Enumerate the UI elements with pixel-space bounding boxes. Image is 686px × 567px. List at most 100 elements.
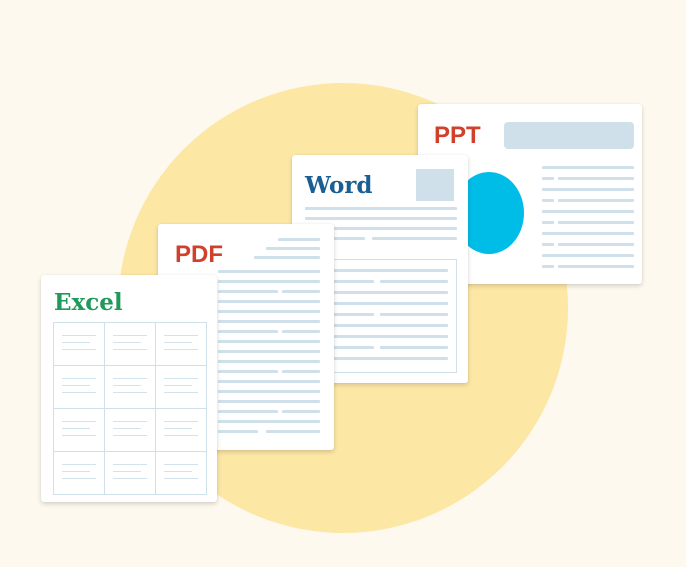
pdf-text-line (218, 350, 320, 353)
excel-cell-line (62, 471, 90, 472)
ppt-text-line (542, 254, 634, 257)
excel-cell-line (113, 428, 141, 429)
pdf-text-line (218, 410, 278, 413)
word-image-placeholder (416, 169, 454, 201)
word-text-line (314, 280, 374, 283)
excel-cell-line (113, 392, 147, 393)
ppt-text-line (542, 177, 554, 180)
pdf-text-line (218, 370, 278, 373)
excel-cell-line (164, 435, 198, 436)
excel-cell-line (164, 471, 192, 472)
excel-cell (53, 322, 105, 366)
excel-document-icon: Excel (41, 275, 217, 502)
ppt-text-line (542, 210, 634, 213)
excel-cell-line (164, 428, 192, 429)
ppt-text-line (542, 243, 554, 246)
excel-cell-line (164, 378, 198, 379)
word-text-line (380, 346, 448, 349)
pdf-text-line (278, 238, 320, 241)
excel-cell-line (164, 392, 198, 393)
excel-cell-line (113, 471, 141, 472)
word-text-line (305, 227, 457, 230)
excel-cell-line (113, 335, 147, 336)
excel-cell-line (62, 464, 96, 465)
pdf-text-line (218, 430, 258, 433)
ppt-title: PPT (434, 122, 481, 149)
pdf-text-line (218, 380, 320, 383)
excel-cell (104, 322, 156, 366)
pdf-text-line (218, 400, 320, 403)
pdf-text-line (218, 420, 320, 423)
pdf-text-line (218, 330, 278, 333)
pdf-text-line (282, 410, 320, 413)
excel-cell-line (164, 342, 192, 343)
excel-cell-line (62, 428, 90, 429)
excel-cell-line (113, 421, 147, 422)
excel-cell-line (62, 435, 96, 436)
ppt-text-line (542, 265, 554, 268)
excel-cell (155, 365, 207, 409)
excel-cell-line (164, 349, 198, 350)
word-title: Word (305, 172, 373, 199)
pdf-text-line (282, 370, 320, 373)
word-text-line (314, 269, 448, 272)
ppt-text-line (558, 221, 634, 224)
excel-cell-line (113, 385, 141, 386)
pdf-text-line (218, 360, 320, 363)
excel-cell (53, 365, 105, 409)
word-text-line (314, 335, 448, 338)
excel-cell (155, 408, 207, 452)
excel-cell-line (62, 349, 96, 350)
word-text-line (305, 237, 365, 240)
pdf-text-line (266, 430, 320, 433)
word-text-line (314, 346, 374, 349)
excel-cell-line (62, 378, 96, 379)
word-text-line (314, 291, 448, 294)
ppt-text-line (542, 188, 634, 191)
excel-cell (53, 451, 105, 495)
pdf-text-line (218, 270, 320, 273)
word-text-line (305, 207, 457, 210)
excel-cell (155, 322, 207, 366)
ppt-title-bar (504, 122, 634, 149)
excel-cell-line (113, 435, 147, 436)
excel-cell-line (62, 392, 96, 393)
ppt-text-line (542, 221, 554, 224)
pdf-text-line (218, 340, 320, 343)
ppt-text-line (542, 232, 634, 235)
word-text-line (380, 280, 448, 283)
word-text-line (380, 313, 448, 316)
word-text-line (372, 237, 457, 240)
excel-cell (104, 365, 156, 409)
pdf-text-line (218, 300, 320, 303)
pdf-text-line (218, 290, 278, 293)
excel-cell (53, 408, 105, 452)
excel-cell-line (62, 478, 96, 479)
excel-cell-line (113, 378, 147, 379)
pdf-text-line (218, 390, 320, 393)
excel-grid (53, 322, 207, 495)
excel-cell-line (62, 335, 96, 336)
excel-cell-line (164, 335, 198, 336)
pdf-text-line (218, 310, 320, 313)
word-text-line (314, 313, 374, 316)
excel-cell-line (164, 385, 192, 386)
ppt-text-line (542, 166, 634, 169)
pdf-text-line (218, 280, 320, 283)
excel-cell (104, 408, 156, 452)
excel-cell-line (164, 478, 198, 479)
excel-cell-line (164, 464, 198, 465)
ppt-text-line (542, 199, 554, 202)
ppt-text-line (558, 199, 634, 202)
pdf-document-icon: PDF (158, 224, 334, 450)
pdf-text-line (266, 247, 320, 250)
pdf-text-line (254, 256, 320, 259)
pdf-text-line (218, 320, 320, 323)
word-text-line (314, 324, 448, 327)
ppt-text-line (558, 177, 634, 180)
excel-cell (155, 451, 207, 495)
excel-cell-line (62, 385, 90, 386)
ppt-text-line (558, 243, 634, 246)
pdf-text-line (282, 290, 320, 293)
